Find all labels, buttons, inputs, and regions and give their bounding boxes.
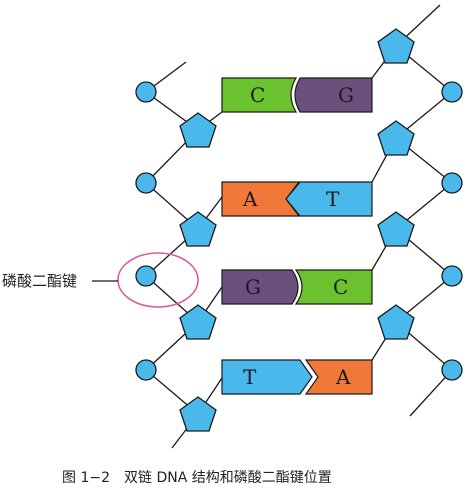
phosphate-1 [135, 81, 157, 103]
base-right-4 [304, 359, 373, 395]
base-right-1 [294, 77, 373, 113]
base-letter-right-1: G [338, 83, 354, 107]
base-left-4 [221, 359, 313, 395]
left-strand [135, 61, 223, 449]
phosphate-8 [441, 359, 463, 381]
phosphate-2 [135, 172, 157, 194]
base-letter-left-2: A [242, 187, 258, 211]
base-letter-right-2: T [326, 187, 340, 211]
base-letter-right-3: C [333, 275, 348, 299]
base-left-3 [221, 269, 299, 305]
base-letter-left-3: G [245, 275, 261, 299]
sugar-6 [377, 120, 415, 156]
phosphodiester-bond-label: 磷酸二酯键 [2, 272, 77, 290]
base-right-3 [294, 269, 373, 305]
right-strand [371, 4, 463, 417]
phosphate-3 [135, 265, 157, 287]
base-letter-left-4: T [243, 365, 257, 389]
phosphate-5 [441, 81, 463, 103]
sugar-5 [377, 28, 415, 64]
base-letter-left-1: C [250, 83, 265, 107]
base-right-2 [285, 181, 373, 217]
base-left-1 [221, 77, 298, 113]
sugar-2 [179, 211, 217, 247]
phosphate-4 [135, 359, 157, 381]
base-letter-right-4: A [335, 365, 351, 389]
phosphate-7 [441, 265, 463, 287]
sugar-4 [179, 396, 217, 432]
phosphate-6 [441, 172, 463, 194]
sugar-3 [179, 304, 217, 340]
sugar-7 [377, 211, 415, 247]
base-pair-1: C G [221, 77, 373, 113]
sugar-1 [179, 112, 217, 148]
base-pair-2: A T [221, 181, 373, 217]
base-pair-3: G C [221, 269, 373, 305]
base-pair-4: T A [221, 359, 373, 395]
phosphodiester-bond-highlight [117, 252, 199, 308]
figure-caption: 图 1−2 双链 DNA 结构和磷酸二酯键位置 [62, 470, 332, 486]
sugar-8 [377, 304, 415, 340]
